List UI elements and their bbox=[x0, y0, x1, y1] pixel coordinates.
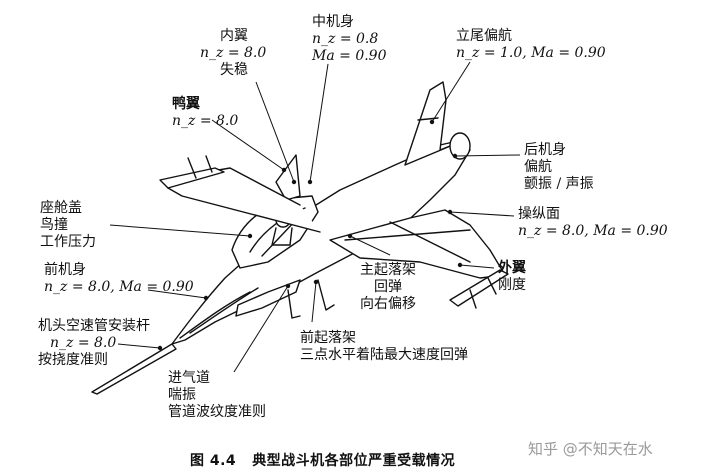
canopy-title: 座舱盖 bbox=[40, 200, 82, 216]
pitot-boom-load: n_z = 8.0 bbox=[50, 335, 117, 351]
mid-fuselage-title: 中机身 bbox=[312, 14, 354, 30]
inlet-duct-surge: 喘振 bbox=[168, 387, 196, 403]
control-surface-title: 操纵面 bbox=[518, 206, 560, 222]
main-gear-title: 主起落架 bbox=[360, 262, 416, 278]
vertical-tail-title: 立尾偏航 bbox=[456, 28, 512, 44]
canopy-bird-strike: 鸟撞 bbox=[40, 217, 68, 233]
label-vertical-tail: 立尾偏航 n_z = 1.0, Ma = 0.90 bbox=[456, 28, 606, 62]
pitot-boom bbox=[91, 343, 177, 395]
label-control-surface: 操纵面 n_z = 8.0, Ma = 0.90 bbox=[518, 206, 668, 240]
leader-aft-fuselage bbox=[454, 154, 521, 157]
leader-main-gear bbox=[349, 235, 391, 256]
canard-title: 鸭翼 bbox=[172, 96, 200, 112]
label-pitot-boom: 机头空速管安装杆 n_z = 8.0 按挠度准则 bbox=[38, 318, 150, 369]
main-gear-offset: 向右偏移 bbox=[360, 296, 416, 312]
fuselage bbox=[171, 139, 471, 345]
leader-pitot-boom bbox=[117, 343, 161, 349]
canopy-pressure: 工作压力 bbox=[40, 234, 96, 250]
figure-caption: 图 4.4 典型战斗机各部位严重受载情况 bbox=[190, 450, 455, 470]
figure-title: 典型战斗机各部位严重受载情况 bbox=[252, 453, 456, 469]
label-canopy: 座舱盖 鸟撞 工作压力 bbox=[40, 200, 96, 251]
label-inlet-duct: 进气道 喘振 管道波纹度准则 bbox=[168, 370, 266, 421]
inner-wing-title: 内翼 bbox=[220, 28, 248, 44]
forward-fuselage-title: 前机身 bbox=[44, 262, 86, 278]
leader-forward-fuselage bbox=[147, 289, 207, 299]
canard bbox=[275, 154, 301, 201]
leader-nose-gear bbox=[311, 281, 317, 323]
leader-inner-wing bbox=[255, 81, 295, 183]
outer-wing-title: 外翼 bbox=[498, 260, 526, 276]
aft-fuselage-yaw: 偏航 bbox=[524, 159, 552, 175]
left-missile bbox=[159, 167, 225, 189]
forward-fuselage-load: n_z = 8.0, Ma = 0.90 bbox=[44, 279, 194, 295]
canard-load: n_z = 8.0 bbox=[172, 113, 239, 129]
outer-wing-stiffness: 刚度 bbox=[498, 277, 526, 293]
label-forward-fuselage: 前机身 n_z = 8.0, Ma = 0.90 bbox=[44, 262, 194, 296]
vertical-tail-load: n_z = 1.0, Ma = 0.90 bbox=[456, 45, 606, 61]
leader-control-surface bbox=[449, 211, 515, 217]
leader-vertical-tail bbox=[431, 61, 471, 123]
label-aft-fuselage: 后机身 偏航 颤振 / 声振 bbox=[524, 142, 594, 193]
leader-canopy bbox=[109, 224, 251, 237]
leader-outer-wing bbox=[459, 264, 495, 269]
label-inner-wing: 内翼 n_z = 8.0 失稳 bbox=[200, 28, 266, 79]
label-mid-fuselage: 中机身 n_z = 0.8 Ma = 0.90 bbox=[312, 14, 386, 65]
nose-gear-title: 前起落架 bbox=[300, 330, 356, 346]
pitot-boom-title: 机头空速管安装杆 bbox=[38, 318, 150, 334]
control-surface-load: n_z = 8.0, Ma = 0.90 bbox=[518, 223, 668, 239]
inlet-duct-criterion: 管道波纹度准则 bbox=[168, 404, 266, 420]
aft-fuselage-title: 后机身 bbox=[524, 142, 566, 158]
leader-mid-fuselage bbox=[309, 63, 329, 183]
inner-wing-load: n_z = 8.0 bbox=[200, 45, 267, 61]
figure-number: 图 4.4 bbox=[190, 453, 237, 469]
label-outer-wing: 外翼 刚度 bbox=[498, 260, 526, 294]
label-canard: 鸭翼 n_z = 8.0 bbox=[172, 96, 238, 130]
leader-canard bbox=[211, 119, 285, 171]
right-wing bbox=[329, 209, 506, 279]
pitot-boom-criterion: 按挠度准则 bbox=[38, 352, 108, 368]
label-main-gear: 主起落架 回弹 向右偏移 bbox=[360, 262, 416, 313]
nose-gear-condition: 三点水平着陆最大速度回弹 bbox=[300, 347, 468, 363]
inner-wing-failure: 失稳 bbox=[220, 62, 248, 78]
inlet-duct-title: 进气道 bbox=[168, 370, 210, 386]
aft-fuselage-flutter: 颤振 / 声振 bbox=[524, 176, 594, 192]
watermark: 知乎 @不知天在水 bbox=[528, 440, 653, 458]
label-nose-gear: 前起落架 三点水平着陆最大速度回弹 bbox=[300, 330, 468, 364]
main-landing-gear bbox=[317, 279, 335, 311]
mid-fuselage-mach: Ma = 0.90 bbox=[312, 48, 387, 64]
right-missile bbox=[449, 269, 509, 307]
inlet-duct bbox=[235, 279, 301, 317]
main-gear-rebound: 回弹 bbox=[374, 279, 402, 295]
mid-fuselage-load: n_z = 0.8 bbox=[312, 31, 379, 47]
leader-inlet-duct bbox=[233, 285, 289, 373]
